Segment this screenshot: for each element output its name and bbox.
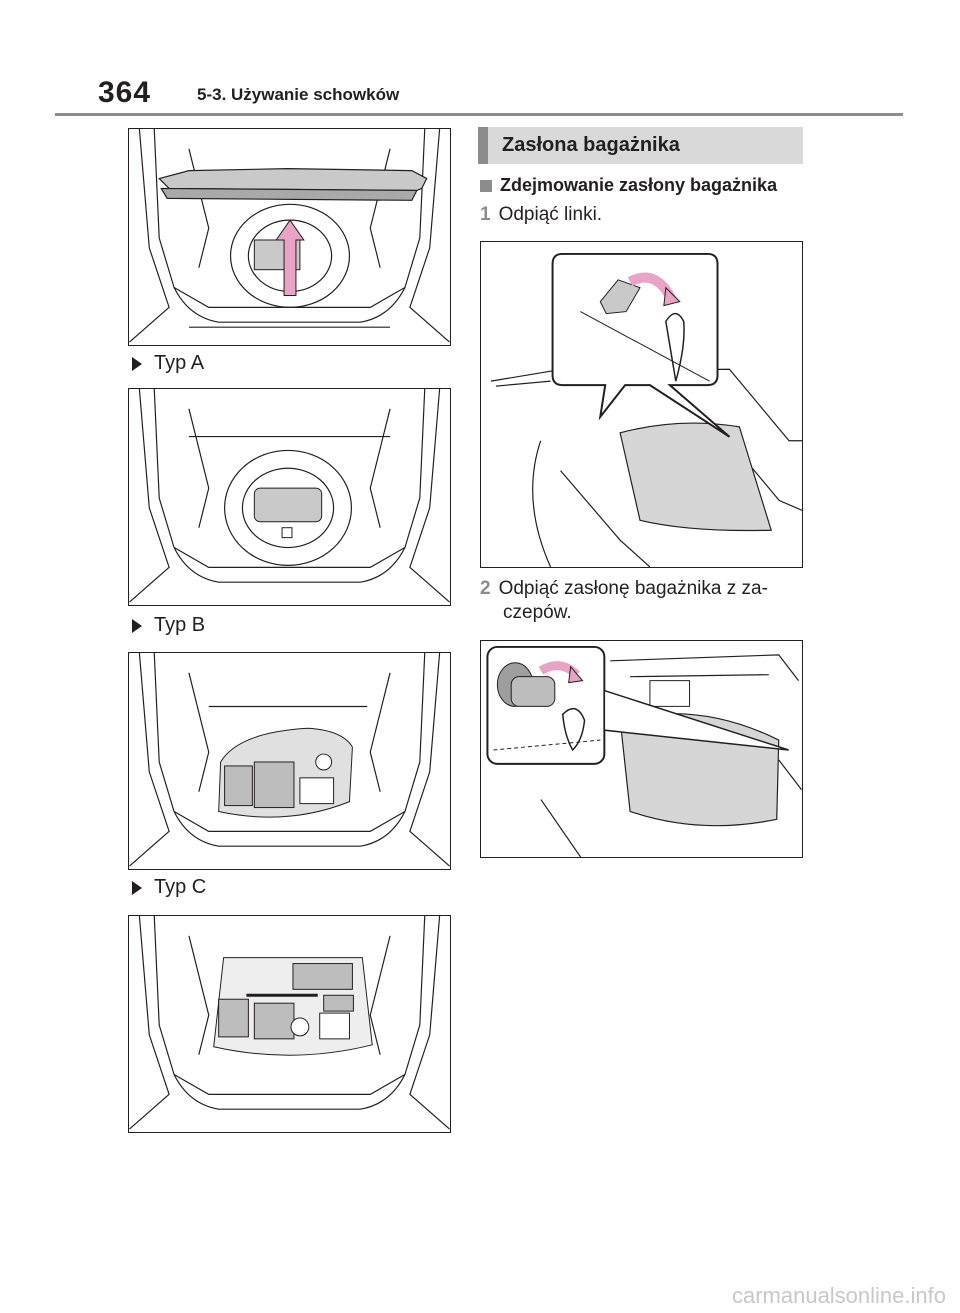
- header-rule: [55, 113, 903, 116]
- step-1: 1 Odpiąć linki.: [480, 203, 602, 227]
- unhook-strings-drawing: [490, 252, 802, 567]
- subheading-text: Zdejmowanie zasłony bagażnika: [500, 175, 778, 195]
- typ-b-illustration: [128, 652, 451, 870]
- step-text-line-2: czepów.: [503, 602, 572, 623]
- bullet-triangle-icon: [132, 356, 142, 371]
- section-title: 5-3. Używanie schowków: [197, 85, 400, 104]
- typ-b-drawing: [129, 653, 450, 867]
- typ-c-illustration: [128, 915, 451, 1133]
- step-2: 2 Odpiąć zasłonę bagażnika z za- czepów.: [480, 577, 768, 625]
- typ-c-drawing: [129, 916, 450, 1130]
- release-hooks-illustration: [480, 640, 803, 858]
- step-number: 2: [480, 578, 491, 599]
- typ-a-illustration: [128, 388, 451, 606]
- bullet-triangle-icon: [132, 880, 142, 895]
- step-text-line-1: Odpiąć zasłonę bagażnika z za-: [498, 578, 768, 599]
- release-hooks-drawing: [486, 645, 802, 857]
- trunk-cover-illustration: [128, 128, 451, 346]
- section-heading: Zasłona bagażnika: [478, 127, 803, 164]
- caption-typ-b: Typ B: [132, 614, 205, 637]
- section-heading-text: Zasłona bagażnika: [502, 134, 680, 156]
- bullet-triangle-icon: [132, 618, 142, 633]
- square-bullet-icon: [480, 179, 492, 192]
- step-number: 1: [480, 204, 491, 225]
- watermark: carmanualsonline.info: [731, 1283, 946, 1308]
- caption-text: Typ B: [154, 614, 206, 636]
- caption-text: Typ A: [154, 352, 205, 374]
- typ-a-drawing: [129, 389, 450, 603]
- subheading: Zdejmowanie zasłony bagażnika: [480, 175, 777, 196]
- caption-text: Typ C: [154, 876, 207, 898]
- trunk-cover-drawing: [129, 129, 450, 343]
- page-number: 364: [98, 76, 152, 109]
- unhook-strings-illustration: [480, 241, 803, 568]
- caption-typ-a: Typ A: [132, 352, 204, 375]
- step-text: Odpiąć linki.: [498, 204, 603, 225]
- caption-typ-c: Typ C: [132, 876, 206, 899]
